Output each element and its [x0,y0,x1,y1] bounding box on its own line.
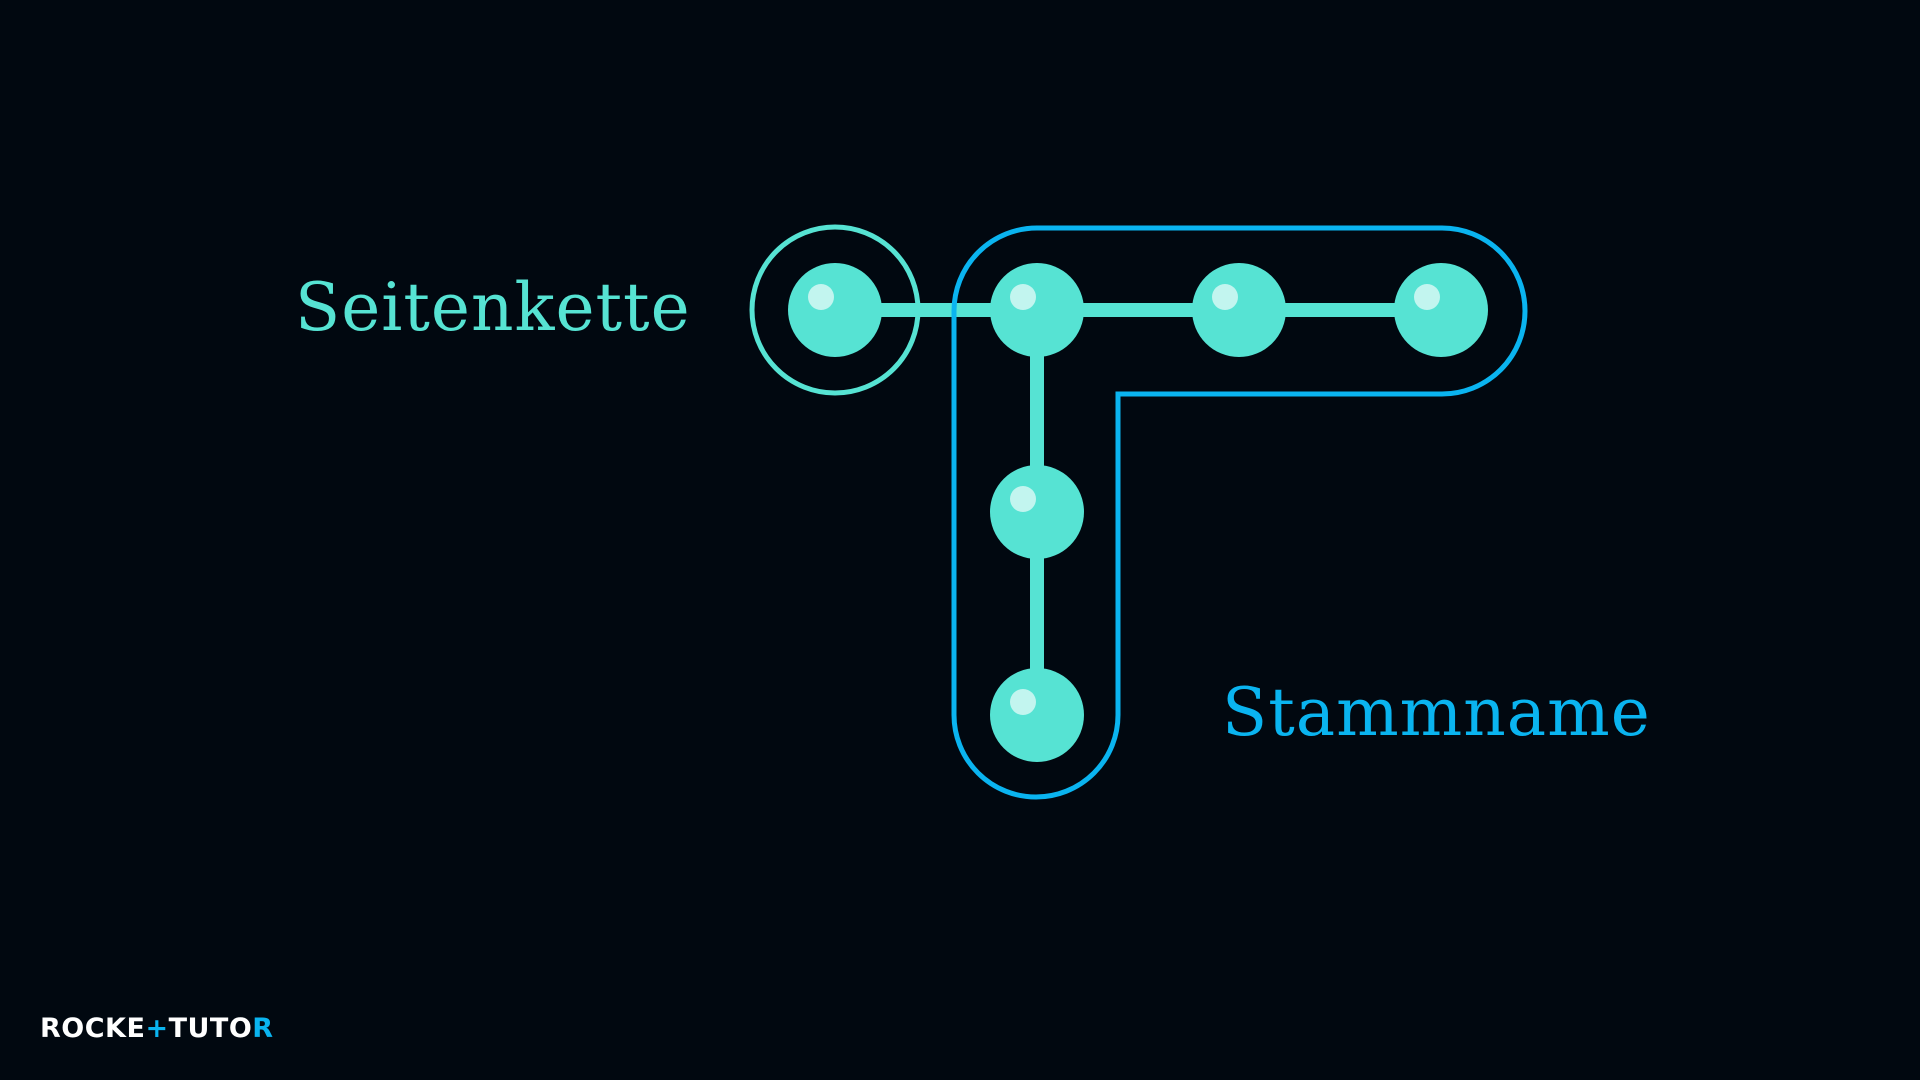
atom-ball [1192,263,1286,357]
carbon-atom [990,668,1084,762]
atom-ball [788,263,882,357]
atom-highlight [1010,284,1036,310]
parent-name-label: Stammname [1222,674,1651,751]
parent-chain-outline [951,225,1528,800]
logo-plus-mark: + [145,1013,169,1044]
rocket-tutor-logo: ROCKE+TUTOR [40,1013,274,1044]
carbon-atom [788,263,882,357]
carbon-atom [990,263,1084,357]
logo-text-1: ROCKE [40,1013,146,1044]
bonds [835,303,1441,715]
atom-ball [990,263,1084,357]
atom-highlight [1010,486,1036,512]
atom-ball [1394,263,1488,357]
carbon-atom [1192,263,1286,357]
atom-ball [990,668,1084,762]
carbon-atom [1394,263,1488,357]
side-chain-label: Seitenkette [295,269,691,346]
atom-ball [990,465,1084,559]
logo-text-2: TUTO [168,1013,253,1044]
atom-highlight [1010,689,1036,715]
logo-text-end: R [252,1013,274,1044]
carbon-atom [990,465,1084,559]
atom-highlight [1414,284,1440,310]
atoms [788,263,1488,762]
atom-highlight [1212,284,1238,310]
side-chain-outline [749,224,921,396]
atom-highlight [808,284,834,310]
